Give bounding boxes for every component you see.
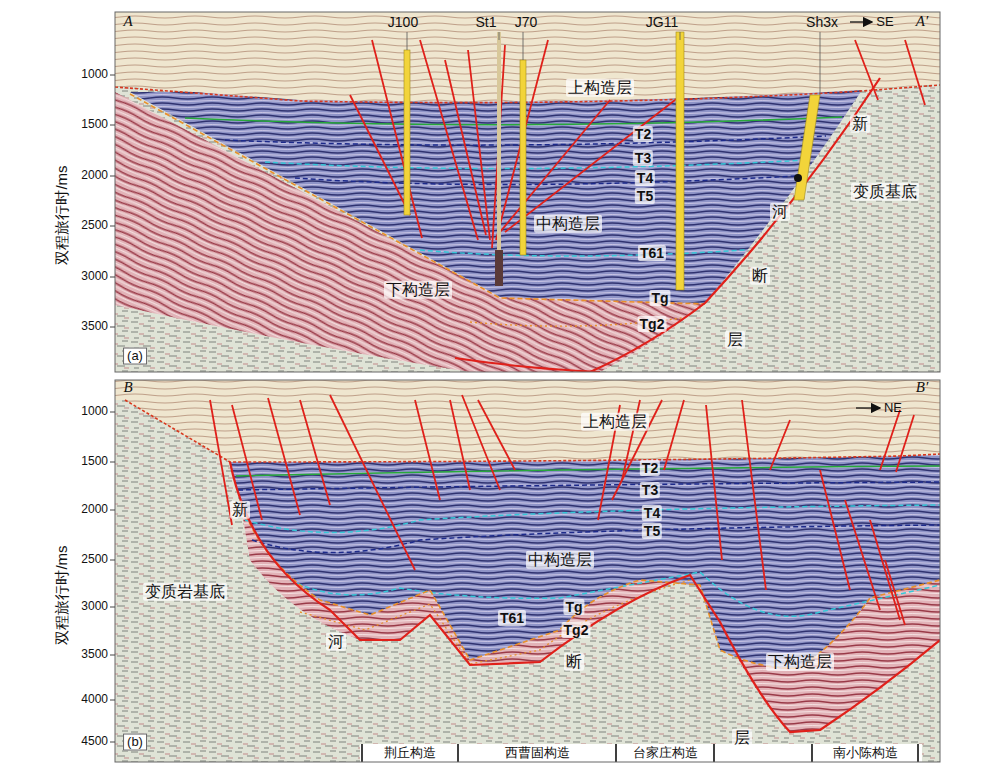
horizon-label: T5: [642, 523, 662, 539]
horizon-label: Tg2: [638, 316, 667, 332]
region-label: 中构造层: [526, 551, 594, 569]
region-label: 变质岩基底: [143, 583, 227, 601]
axis-tick-label: 4000: [81, 693, 108, 707]
region-label: Sh3x: [806, 14, 838, 30]
region-label: 层: [725, 331, 745, 349]
profile-end-label: A′: [916, 13, 928, 30]
axis-tick-label: 4500: [81, 735, 108, 749]
region-label: 下构造层: [766, 653, 834, 671]
axis-title: 双程旅行时/ms: [53, 165, 70, 264]
axis-tick-label: 3500: [81, 320, 108, 334]
horizon-label: T4: [635, 170, 655, 186]
axis-tick-label: 2000: [81, 503, 108, 517]
horizon-label: Tg2: [562, 622, 591, 638]
region-label: 断: [750, 267, 770, 285]
region-label: 层: [732, 729, 752, 747]
axis-tick-label: 1500: [81, 118, 108, 132]
region-label: 南小陈构造: [833, 746, 898, 761]
region-label: 变质基底: [851, 183, 919, 201]
horizon-label: T3: [633, 150, 653, 166]
region-label: 荆丘构造: [384, 746, 436, 761]
horizon-label: T5: [635, 188, 655, 204]
region-label: 河: [770, 203, 790, 221]
horizon-label: T2: [640, 460, 660, 476]
region-label: SE: [876, 15, 893, 30]
axis-tick-label: 2000: [81, 169, 108, 183]
region-label: 西曹固构造: [505, 746, 570, 761]
region-label: 上构造层: [566, 79, 634, 97]
region-label: 断: [564, 653, 584, 671]
profile-end-label: B′: [916, 379, 928, 396]
axis-tick-label: 2500: [81, 219, 108, 233]
horizon-label: T61: [498, 610, 526, 626]
horizon-label: T61: [638, 245, 666, 261]
region-label: 新: [850, 115, 870, 133]
axis-tick-label: 1500: [81, 455, 108, 469]
region-label: JG11: [646, 14, 678, 30]
axis-tick-label: 3000: [81, 270, 108, 284]
region-label: J100: [388, 14, 418, 30]
axis-tick-label: 2500: [81, 553, 108, 567]
region-label: 中构造层: [534, 215, 602, 233]
region-label: NE: [884, 401, 902, 416]
axis-tick-label: 3500: [81, 648, 108, 662]
axis-title: 双程旅行时/ms: [53, 545, 70, 644]
axis-tick-label: 1000: [81, 405, 108, 419]
panel-letter: (a): [123, 348, 147, 365]
region-label: 下构造层: [384, 281, 452, 299]
region-label: St1: [475, 14, 496, 30]
profile-end-label: A: [123, 13, 132, 30]
region-label: 台家庄构造: [633, 746, 698, 761]
horizon-label: T3: [640, 482, 660, 498]
region-label: 上构造层: [581, 413, 649, 431]
horizon-label: T2: [633, 126, 653, 142]
region-label: 新: [230, 501, 250, 519]
horizon-label: Tg: [563, 599, 584, 615]
axis-tick-label: 3000: [81, 600, 108, 614]
axis-tick-label: 1000: [81, 68, 108, 82]
profile-end-label: B: [123, 379, 132, 396]
region-label: 河: [326, 633, 346, 651]
region-label: J70: [515, 14, 538, 30]
panel-letter: (b): [123, 734, 147, 751]
horizon-label: T4: [642, 505, 662, 521]
horizon-label: Tg: [649, 290, 670, 306]
